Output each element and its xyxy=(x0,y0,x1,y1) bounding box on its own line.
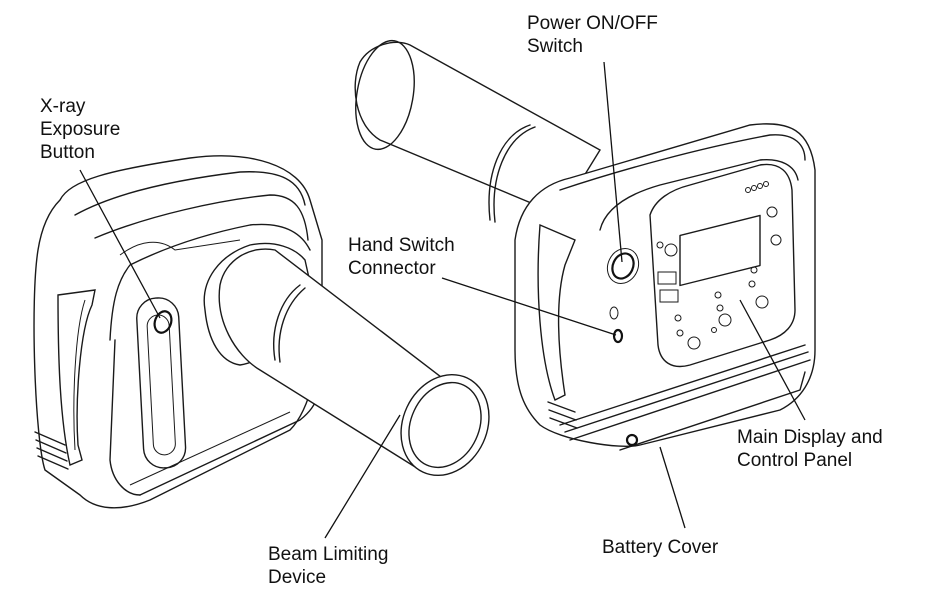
control-panel-lcd xyxy=(679,214,761,287)
rear-rail-1 xyxy=(559,344,806,426)
leader-main-display xyxy=(739,299,806,421)
leader-hand-switch xyxy=(441,277,617,336)
control-panel-frame xyxy=(649,163,796,368)
rear-unit xyxy=(354,39,816,451)
battery-cover xyxy=(619,371,806,451)
front-grip-slot-inner xyxy=(146,314,176,456)
front-base-line xyxy=(139,394,319,496)
rear-rail-2 xyxy=(564,351,809,433)
rear-vents xyxy=(547,401,578,429)
rear-rail-3 xyxy=(569,359,811,441)
label-power-switch: Power ON/OFF Switch xyxy=(527,13,658,57)
front-housing-inner-top xyxy=(94,194,309,241)
front-base-line-2 xyxy=(129,411,291,486)
label-battery-cover: Battery Cover xyxy=(602,537,719,558)
front-grip-slot-outer xyxy=(136,297,187,469)
power-switch-ring xyxy=(606,247,640,285)
front-strap-inner xyxy=(73,299,86,451)
label-hand-switch-connector: Hand Switch Connector xyxy=(348,235,455,279)
leader-battery-cover xyxy=(659,446,686,529)
battery-cover-screw xyxy=(625,433,639,447)
beam-cylinder-end-inner xyxy=(408,381,482,469)
front-hand-strap xyxy=(57,289,96,466)
rear-housing-top xyxy=(559,134,806,191)
rear-cylinder-ring xyxy=(488,124,531,221)
rear-cylinder-ring-2 xyxy=(493,126,536,223)
control-panel-buttons xyxy=(656,181,782,350)
power-switch xyxy=(611,252,635,280)
label-main-display: Main Display and Control Panel xyxy=(737,427,883,471)
beam-cylinder-ring xyxy=(273,284,301,361)
rear-housing-face-edge xyxy=(599,158,799,231)
front-vents xyxy=(34,431,69,470)
front-housing-outline xyxy=(33,155,323,509)
front-housing-side-curve xyxy=(119,239,241,256)
leader-xray-button xyxy=(79,169,161,319)
rear-cylinder-end xyxy=(355,39,415,151)
xray-exposure-button xyxy=(153,310,173,334)
beam-cylinder-ring-2 xyxy=(278,287,306,363)
rear-small-hole xyxy=(609,306,619,320)
rear-hand-strap xyxy=(537,223,576,401)
label-beam-limiting-device: Beam Limiting Device xyxy=(268,544,389,588)
leader-power-switch xyxy=(603,61,623,263)
leader-lines xyxy=(79,61,806,539)
beam-cylinder-end xyxy=(400,373,490,477)
front-housing-top-band xyxy=(74,171,306,216)
leader-beam-limiting xyxy=(324,414,401,539)
label-xray-exposure-button: X-ray Exposure Button xyxy=(40,96,121,163)
front-face-edge xyxy=(109,223,311,341)
front-unit xyxy=(33,155,490,509)
front-face-lower-edge xyxy=(109,339,141,496)
hand-switch-connector xyxy=(612,328,624,344)
